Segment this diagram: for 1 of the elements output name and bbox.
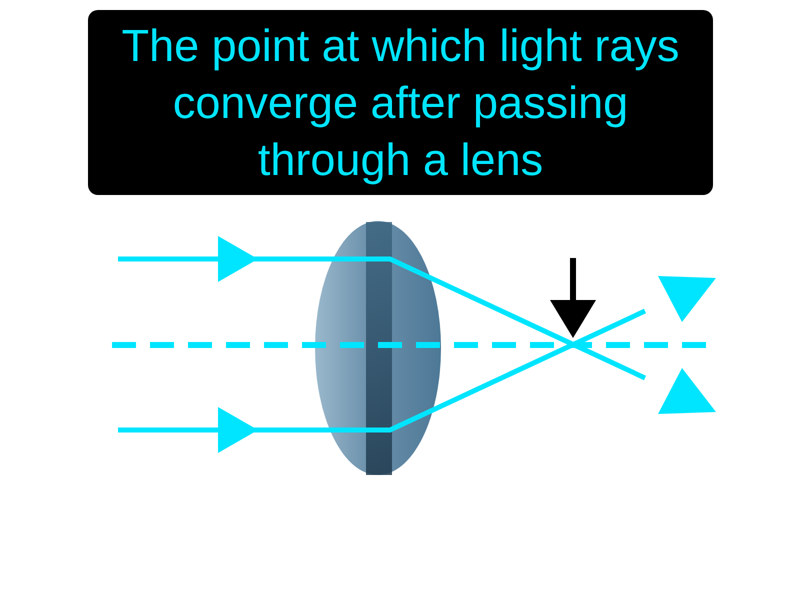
title: The point at which light rays converge after passing through a lens (88, 10, 713, 195)
